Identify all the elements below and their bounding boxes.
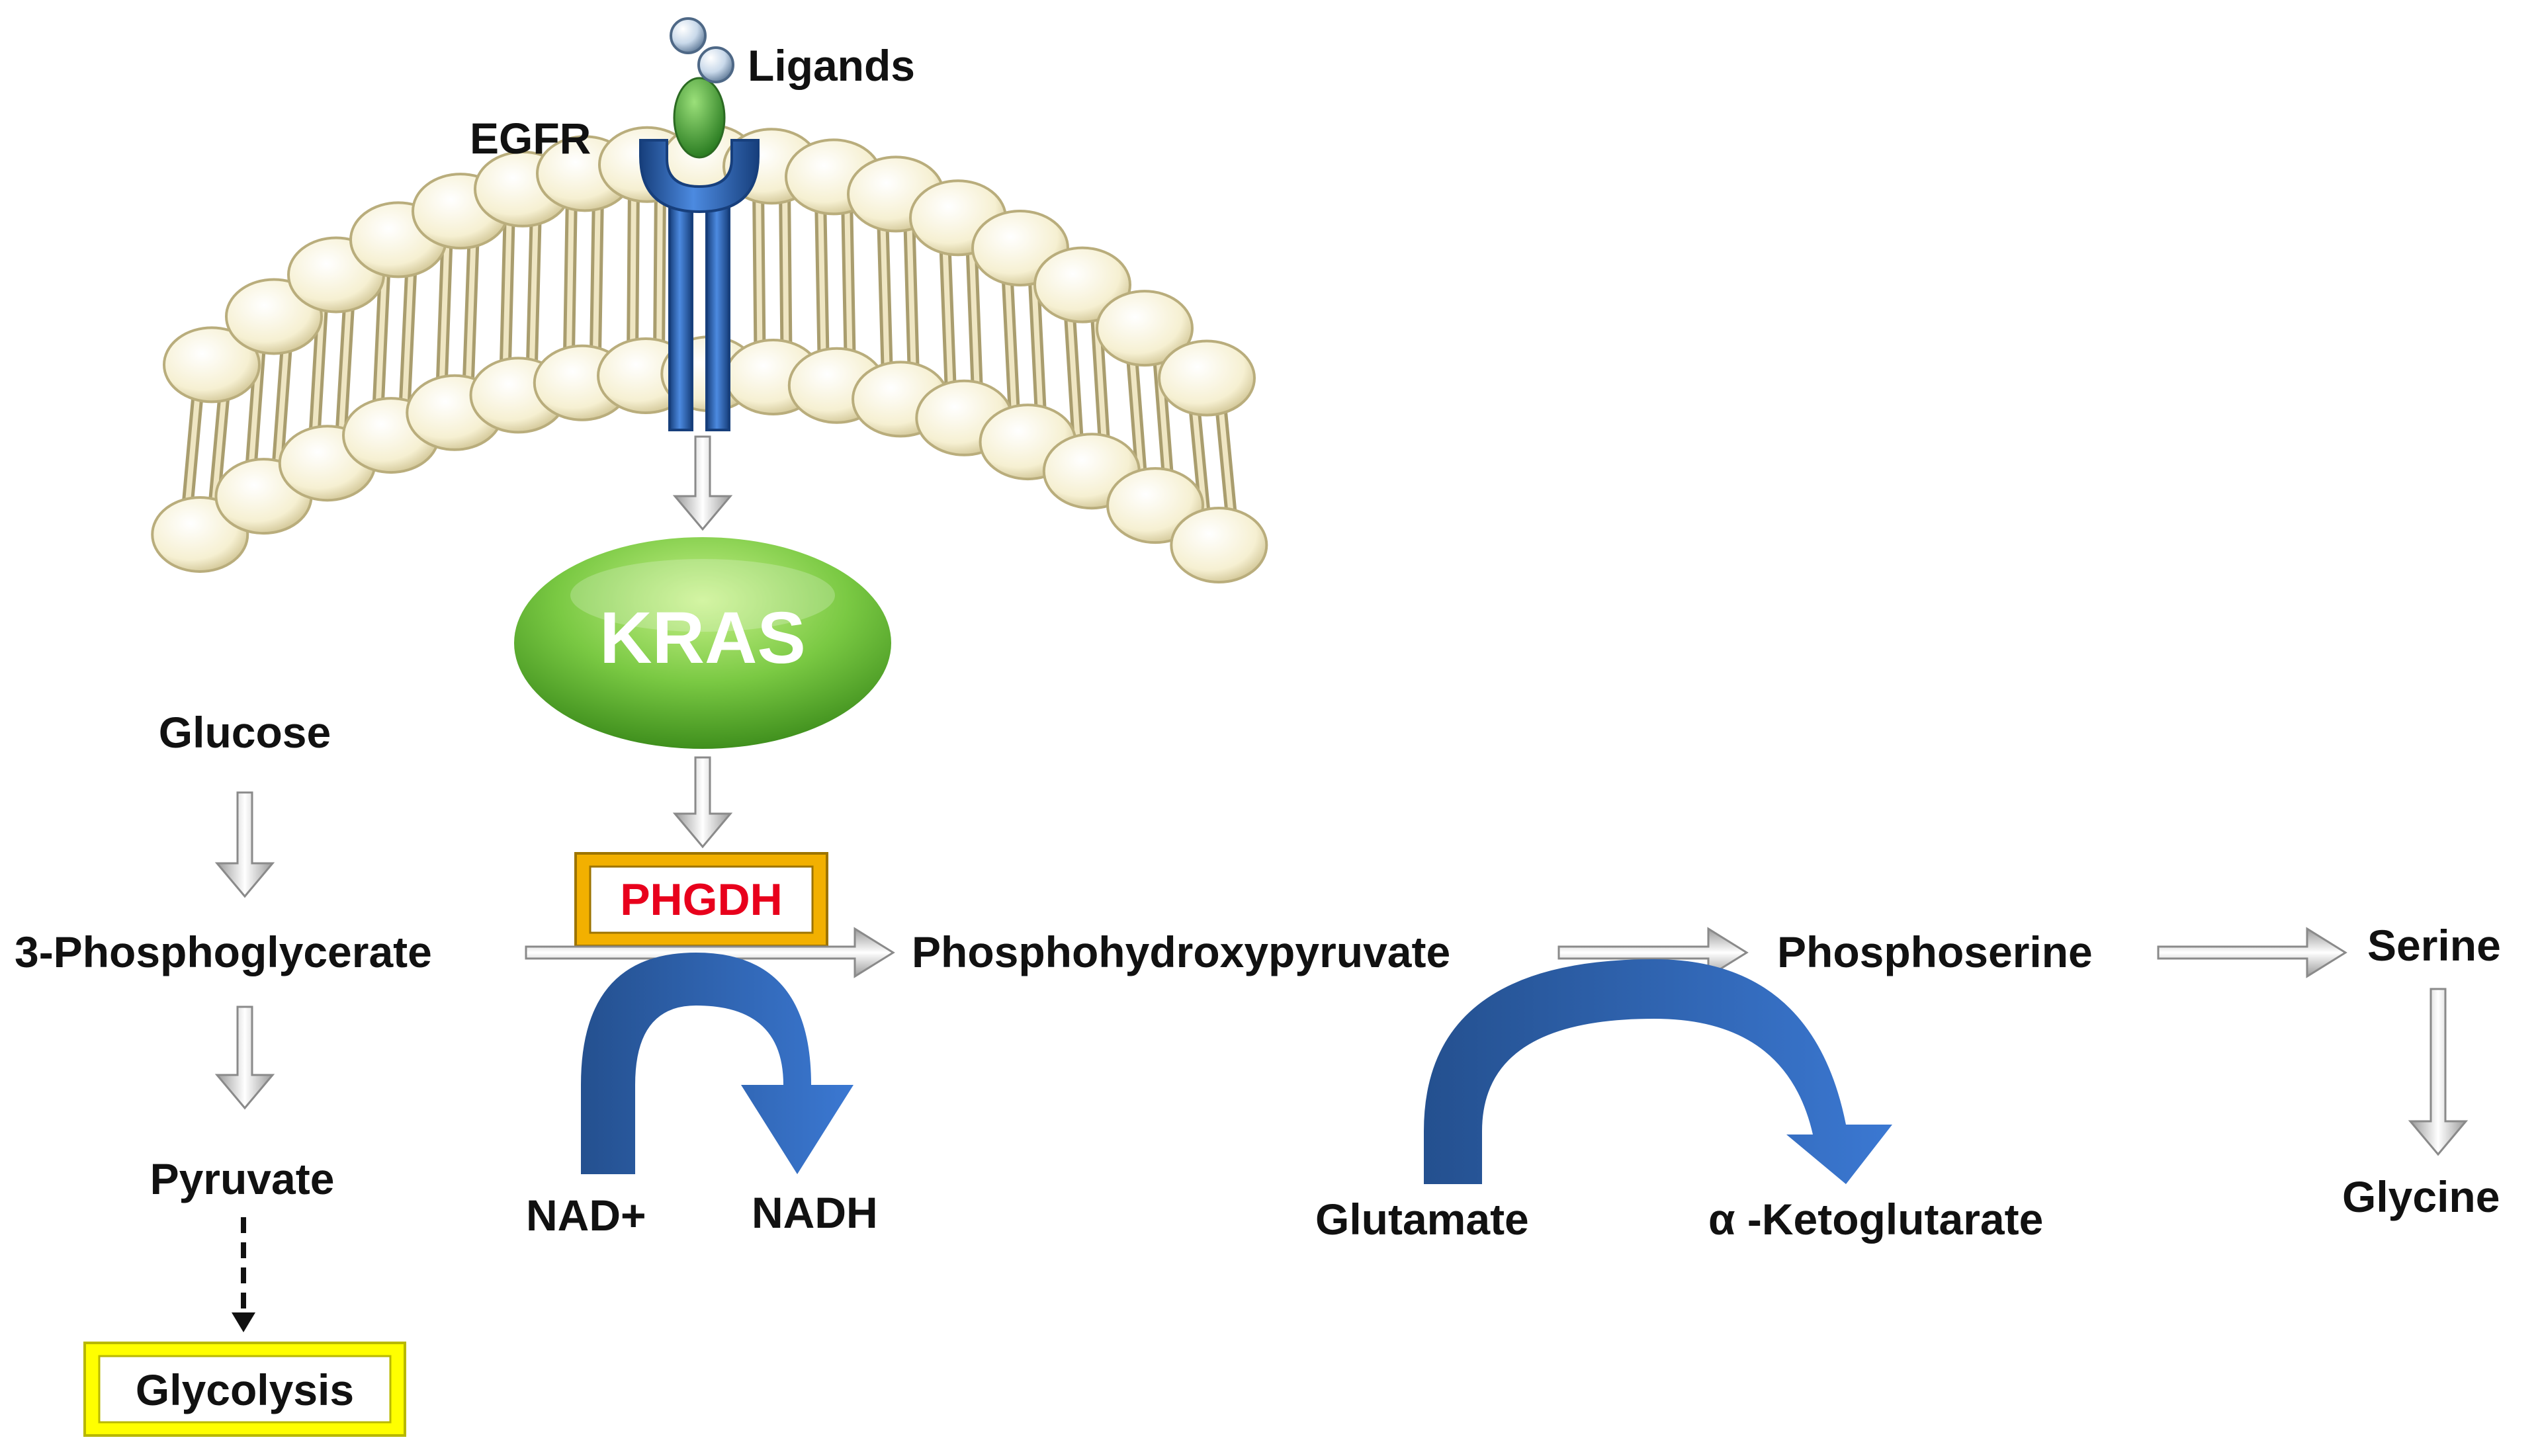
lipid-head [1158, 339, 1256, 417]
lipid-tail [656, 181, 663, 359]
lipid-tail [502, 206, 512, 378]
pyruvate-label: Pyruvate [150, 1154, 335, 1203]
lipid-tail [782, 183, 789, 360]
arrow-php-to-phosphoserine [1557, 927, 1749, 978]
dashed-arrow-pyruvate-glycolysis [232, 1217, 255, 1332]
lipid-head [1170, 506, 1268, 583]
receptor-right-strand [705, 191, 730, 431]
ligands [670, 17, 734, 159]
lipid-head [1033, 246, 1131, 323]
php-label: Phosphohydroxypyruvate [912, 927, 1450, 976]
kras-highlight [570, 559, 835, 632]
lipid-tail [942, 235, 954, 401]
lipid-tail [906, 211, 917, 382]
curved-arrow-nad-nadh [581, 953, 853, 1174]
lipid-tail [1217, 395, 1235, 528]
lipid-head [1096, 290, 1194, 367]
arrow-3pg-to-php [525, 927, 895, 978]
serine-label: Serine [2367, 921, 2501, 970]
glycolysis-label: Glycolysis [136, 1365, 354, 1414]
lipid-tail [1004, 265, 1018, 425]
receptor-binding-cup [639, 139, 760, 214]
akg-label: α -Ketoglutarate [1708, 1195, 2043, 1244]
three-pg-label: 3-Phosphoglycerate [15, 927, 432, 976]
lipid-tail [529, 206, 539, 378]
lipid-tail [592, 191, 601, 366]
lipid-tail [756, 183, 763, 360]
nadh-label: NADH [752, 1188, 878, 1237]
arrow-glucose-to-3pg [214, 791, 275, 898]
lipid-tail [969, 235, 981, 401]
lipid-tail [402, 257, 414, 419]
lipid-tail [465, 228, 476, 396]
lipid-tail [566, 191, 574, 366]
glucose-label: Glucose [159, 708, 331, 757]
phgdh-label: PHGDH [620, 875, 783, 925]
glutamate-label: Glutamate [1315, 1195, 1529, 1244]
arrow-phosphoserine-to-serine [2157, 927, 2347, 978]
egfr-receptor [639, 139, 760, 431]
arrow-serine-to-glycine [2408, 988, 2469, 1156]
lipid-tail [274, 333, 290, 480]
lipid-tail [1129, 345, 1145, 489]
arrow-kras-to-phgdh [672, 756, 733, 849]
nad-label: NAD+ [526, 1191, 646, 1240]
lipid-tail [880, 211, 891, 382]
phgdh-box-inner [589, 865, 814, 934]
egfr-label: EGFR [470, 114, 591, 163]
kras-node [514, 537, 891, 749]
ligand-ball-icon [670, 17, 707, 54]
lipid-tail [1067, 302, 1081, 454]
ligand-ball-icon [697, 46, 734, 83]
kras-label: KRAS [599, 597, 806, 679]
flow-arrows [214, 435, 2469, 1156]
arrow-3pg-to-pyruvate [214, 1006, 275, 1110]
lipid-tail [439, 228, 450, 396]
curved-arrow-shape [581, 953, 853, 1174]
glycolysis-box-inner [98, 1355, 392, 1424]
receptor-left-strand [668, 191, 693, 431]
curved-arrow-glutamate-akg [1424, 959, 1892, 1184]
lipid-tail [337, 292, 352, 447]
lipid-tail [818, 194, 826, 368]
ligands-label: Ligands [748, 41, 915, 90]
glycine-label: Glycine [2342, 1172, 2500, 1221]
dashed-arrow-head [232, 1312, 255, 1332]
lipid-head [163, 326, 261, 404]
lipid-tail [375, 257, 388, 419]
ligand-green-icon [673, 77, 726, 159]
lipid-tail [630, 181, 636, 359]
glycolysis-box [83, 1342, 406, 1437]
phgdh-box [574, 852, 828, 947]
phosphoserine-label: Phosphoserine [1777, 927, 2093, 976]
lipid-tail [184, 382, 201, 517]
lipid-tail [844, 194, 853, 368]
curved-arrow-shape [1424, 959, 1892, 1184]
arrow-egfr-to-kras [672, 435, 733, 531]
